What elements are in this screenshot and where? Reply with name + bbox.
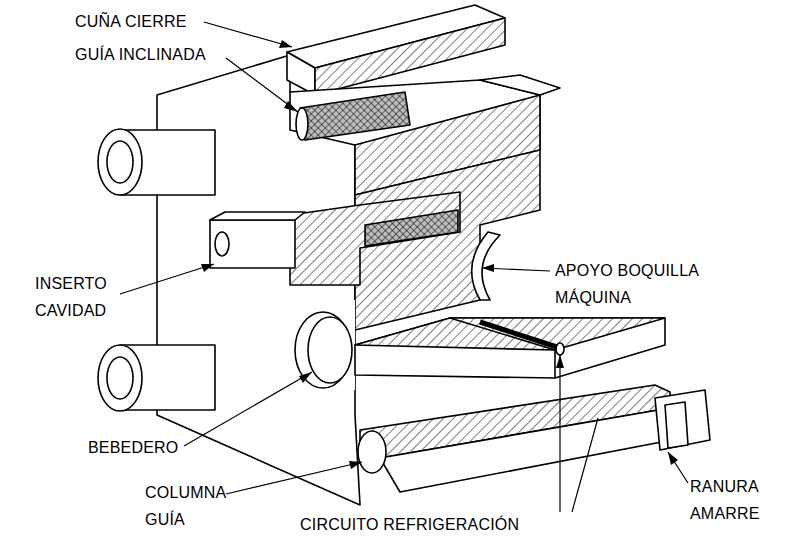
lower-plate-top	[355, 318, 665, 350]
leader-line	[668, 452, 688, 483]
cavity-insert	[210, 220, 295, 268]
arrowhead	[556, 355, 564, 368]
arrowhead	[299, 372, 312, 383]
nozzle-seat	[472, 232, 500, 300]
inclined-guide	[300, 92, 410, 140]
mold-body	[98, 5, 710, 505]
cooling-hole	[556, 343, 564, 355]
part-label: COLUMNA GUÍA	[145, 479, 237, 533]
pillar-end	[107, 357, 133, 399]
cavity-insert-top	[210, 212, 305, 220]
part-label: GUÍA INCLINADA	[75, 41, 206, 68]
pillar-end	[98, 129, 142, 195]
leader-line	[120, 264, 214, 294]
pillar-section	[358, 431, 386, 473]
arrowhead	[668, 452, 678, 465]
clamp-slot-groove	[665, 402, 688, 448]
leader-line	[226, 58, 298, 112]
part-label: INSERTO CAVIDAD	[35, 270, 117, 324]
part-label: CUÑA CIERRE	[75, 8, 187, 35]
core-insert	[365, 210, 458, 246]
upper-step	[480, 75, 560, 95]
leader-arrows	[201, 40, 678, 469]
cooling-channel	[480, 322, 560, 348]
pillar-end	[107, 141, 133, 183]
arrowhead	[349, 461, 362, 469]
wedge-side	[287, 52, 315, 95]
leader-line	[226, 462, 362, 494]
arrowhead	[279, 40, 292, 48]
middle-section	[355, 150, 540, 330]
leader-line	[559, 355, 560, 512]
arrowhead	[284, 101, 298, 112]
inclined-guide-end	[296, 108, 308, 140]
leader-line	[184, 372, 312, 446]
arrowhead	[482, 264, 494, 272]
arrowhead	[201, 264, 214, 272]
part-label: CIRCUITO REFRIGERACIÓN	[300, 511, 519, 538]
clamp-plate-front	[380, 408, 672, 492]
part-label: BEBEDERO	[88, 434, 179, 461]
pillar-end	[98, 345, 142, 411]
lower-plate	[355, 318, 665, 378]
cavity-insert-end	[215, 232, 229, 256]
cavity-plate	[290, 192, 460, 285]
part-label: RANURA AMARRE	[690, 473, 778, 527]
leader-line	[572, 418, 598, 512]
clamp-slot	[655, 390, 710, 450]
sprue	[295, 312, 351, 388]
leader-line	[204, 22, 292, 47]
part-label: APOYO BOQUILLA MÁQUINA	[555, 257, 705, 311]
sprue-inner	[308, 317, 352, 383]
